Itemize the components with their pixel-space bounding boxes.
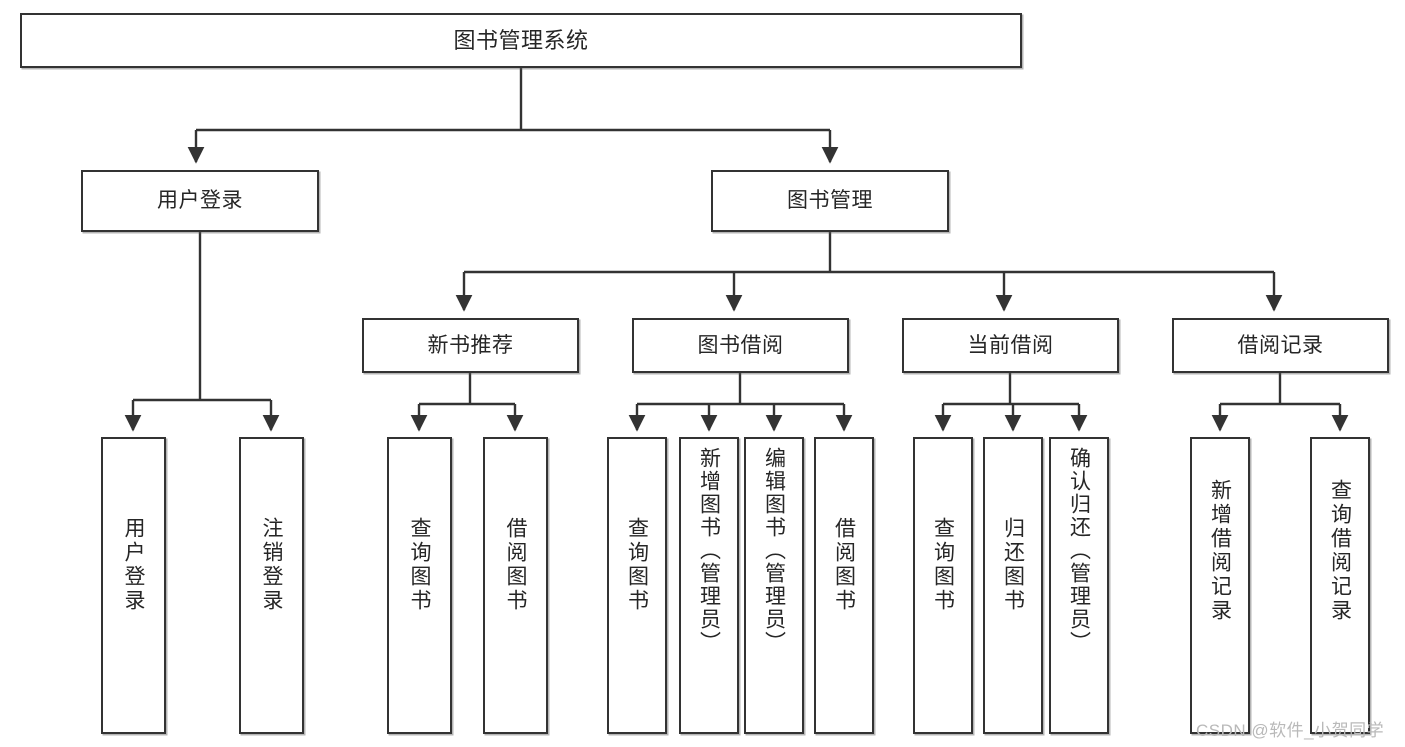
node-book-manage[interactable]: 图书管理 bbox=[711, 170, 949, 232]
node-leaf-return-book-label: 归还图书 bbox=[1001, 517, 1025, 613]
node-leaf-query-book-borrow[interactable]: 查询图书 bbox=[607, 437, 667, 734]
node-leaf-edit-book-admin-label: 编辑图书（管理员） bbox=[762, 447, 786, 654]
node-leaf-query-book-rec[interactable]: 查询图书 bbox=[387, 437, 452, 734]
edge-group-borrow-record bbox=[1211, 373, 1349, 432]
node-book-borrow-label: 图书借阅 bbox=[697, 333, 784, 357]
edge-group-user-login bbox=[124, 232, 280, 432]
node-book-borrow[interactable]: 图书借阅 bbox=[632, 318, 849, 373]
node-current-borrow-label: 当前借阅 bbox=[967, 333, 1054, 357]
node-user-login-label: 用户登录 bbox=[157, 189, 243, 213]
node-root[interactable]: 图书管理系统 bbox=[20, 13, 1022, 68]
node-leaf-add-borrow-record-label: 新增借阅记录 bbox=[1208, 479, 1232, 623]
node-leaf-query-book-borrow-label: 查询图书 bbox=[625, 517, 649, 613]
csdn-watermark: CSDN @软件_小贺同学 bbox=[1196, 721, 1385, 740]
node-leaf-borrow-book-rec[interactable]: 借阅图书 bbox=[483, 437, 548, 734]
node-leaf-query-borrow-record-label: 查询借阅记录 bbox=[1328, 479, 1352, 623]
node-leaf-user-logout[interactable]: 注销登录 bbox=[239, 437, 304, 734]
node-root-label: 图书管理系统 bbox=[453, 27, 589, 53]
node-leaf-borrow-book[interactable]: 借阅图书 bbox=[814, 437, 874, 734]
node-leaf-query-book-cur-label: 查询图书 bbox=[931, 517, 955, 613]
node-current-borrow[interactable]: 当前借阅 bbox=[902, 318, 1119, 373]
edge-group-root bbox=[187, 68, 839, 164]
node-leaf-user-login[interactable]: 用户登录 bbox=[101, 437, 166, 734]
node-borrow-record-label: 借阅记录 bbox=[1237, 333, 1324, 357]
node-leaf-query-book-rec-label: 查询图书 bbox=[408, 517, 431, 613]
edge-group-current-borrow bbox=[934, 373, 1088, 432]
node-new-book-recommend[interactable]: 新书推荐 bbox=[362, 318, 579, 373]
node-leaf-add-book-admin-label: 新增图书（管理员） bbox=[697, 447, 721, 654]
node-leaf-edit-book-admin[interactable]: 编辑图书（管理员） bbox=[744, 437, 804, 734]
node-user-login[interactable]: 用户登录 bbox=[81, 170, 319, 232]
node-leaf-borrow-book-label: 借阅图书 bbox=[832, 517, 856, 613]
node-leaf-return-book[interactable]: 归还图书 bbox=[983, 437, 1043, 734]
edge-group-book-manage bbox=[455, 232, 1283, 312]
node-book-manage-label: 图书管理 bbox=[787, 189, 873, 213]
node-leaf-query-book-cur[interactable]: 查询图书 bbox=[913, 437, 973, 734]
node-leaf-confirm-return-admin[interactable]: 确认归还（管理员） bbox=[1049, 437, 1109, 734]
node-leaf-user-logout-label: 注销登录 bbox=[260, 517, 283, 613]
node-leaf-user-login-label: 用户登录 bbox=[122, 517, 145, 613]
edge-group-book-borrow bbox=[628, 373, 853, 432]
node-leaf-borrow-book-rec-label: 借阅图书 bbox=[504, 517, 527, 613]
node-leaf-query-borrow-record[interactable]: 查询借阅记录 bbox=[1310, 437, 1370, 734]
node-borrow-record[interactable]: 借阅记录 bbox=[1172, 318, 1389, 373]
edge-group-new-book-recommend bbox=[410, 373, 524, 432]
node-leaf-add-book-admin[interactable]: 新增图书（管理员） bbox=[679, 437, 739, 734]
node-new-book-recommend-label: 新书推荐 bbox=[427, 333, 514, 357]
node-leaf-add-borrow-record[interactable]: 新增借阅记录 bbox=[1190, 437, 1250, 734]
node-leaf-confirm-return-admin-label: 确认归还（管理员） bbox=[1067, 447, 1091, 654]
